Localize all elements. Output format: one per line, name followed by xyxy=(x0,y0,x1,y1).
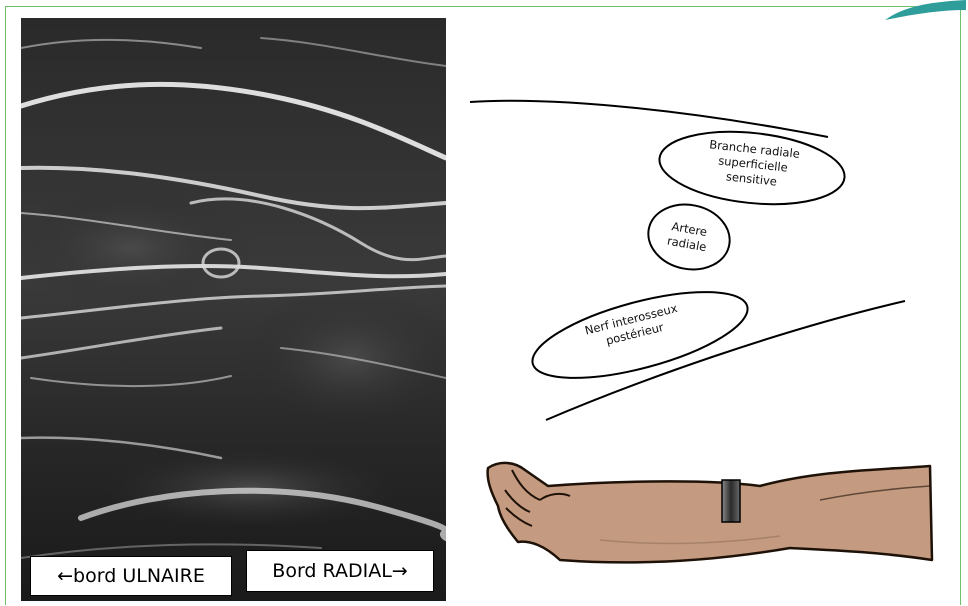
ultrasound-image: ←bord ULNAIRE Bord RADIAL→ xyxy=(21,18,446,601)
radial-border-label: Bord RADIAL→ xyxy=(246,550,434,592)
logo-swoosh-icon xyxy=(880,0,968,22)
forearm-illustration xyxy=(488,463,932,562)
forearm-skin xyxy=(488,463,932,562)
ultrasound-probe-marker xyxy=(722,480,740,522)
ulnar-border-label: ←bord ULNAIRE xyxy=(30,556,232,596)
skin-surface-line xyxy=(470,101,828,137)
